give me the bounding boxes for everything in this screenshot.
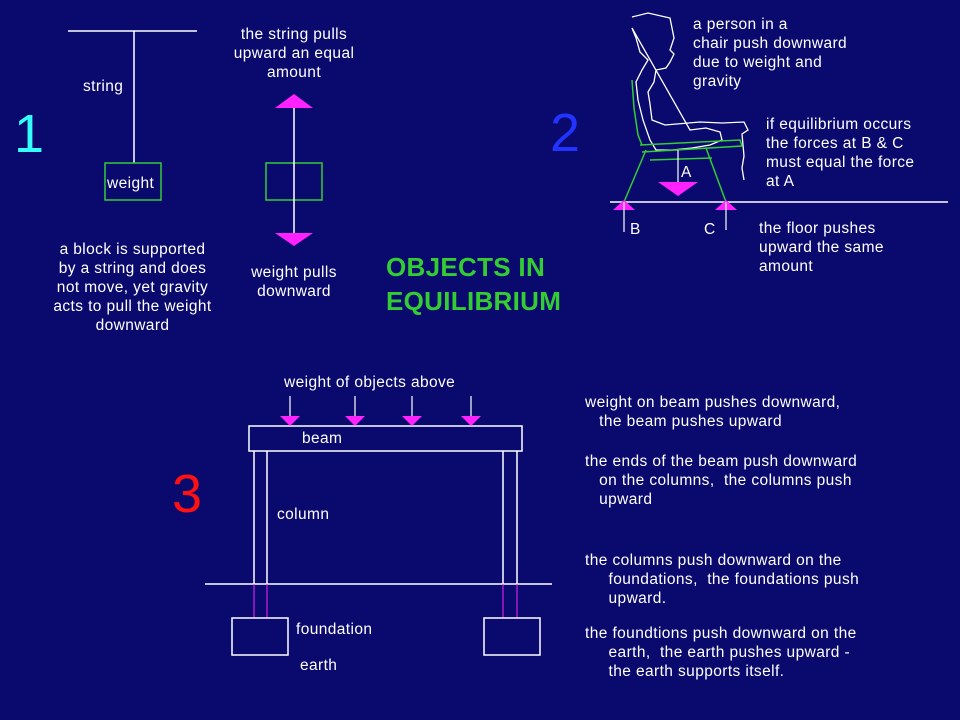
section2-drawing <box>610 12 948 232</box>
down-force-arrowhead <box>275 233 313 246</box>
beam-label: beam <box>302 430 343 447</box>
chair-leg-front <box>705 147 727 203</box>
earth-label: earth <box>300 657 338 674</box>
section3-drawing <box>205 396 552 656</box>
note-beam: weight on beam pushes downward, the beam… <box>585 394 841 430</box>
chair-brace <box>649 157 713 161</box>
weight-above-label: weight of objects above <box>284 374 456 391</box>
label-b: B <box>630 221 641 238</box>
chair-leg-back <box>623 149 647 203</box>
foundation-label: foundation <box>296 621 373 638</box>
weight-block <box>104 162 162 201</box>
weight-label: weight <box>107 175 155 192</box>
left-foundation <box>231 617 289 656</box>
right-column <box>502 451 518 584</box>
force-a-arrowhead <box>658 182 698 196</box>
column-extensions <box>253 584 518 618</box>
right-foundation <box>483 617 541 656</box>
chair-seat <box>639 139 744 153</box>
string-label: string <box>83 78 124 95</box>
section2-number: 2 <box>550 103 581 163</box>
note-beam-ends: the ends of the beam push downward on th… <box>585 453 858 508</box>
note-foundations: the foundtions push downward on the eart… <box>585 625 857 680</box>
left-column <box>253 451 268 584</box>
chair-back <box>631 79 643 146</box>
up-force-arrowhead <box>275 94 313 108</box>
page-title: OBJECTS IN EQUILIBRIUM <box>386 252 562 316</box>
floor-note: the floor pushes upward the same amount <box>759 220 884 275</box>
equilibrium-note: if equilibrium occurs the forces at B & … <box>766 116 915 190</box>
section1-number: 1 <box>14 104 45 164</box>
label-c: C <box>704 221 716 238</box>
weight-pulls-note: weight pulls downward <box>251 264 337 300</box>
person-outline <box>631 12 749 181</box>
column-label: column <box>277 506 330 523</box>
note-columns: the columns push downward on the foundat… <box>585 552 860 607</box>
section1-description: a block is supported by a string and doe… <box>53 241 212 334</box>
section3-number: 3 <box>172 464 203 524</box>
person-note: a person in a chair push downward due to… <box>693 16 848 90</box>
load-arrows <box>280 396 481 426</box>
chair <box>623 79 744 203</box>
section1-drawing <box>68 30 323 246</box>
beam-rect <box>248 425 523 452</box>
string-pulls-note: the string pulls upward an equal amount <box>233 26 355 81</box>
label-a: A <box>681 164 692 181</box>
